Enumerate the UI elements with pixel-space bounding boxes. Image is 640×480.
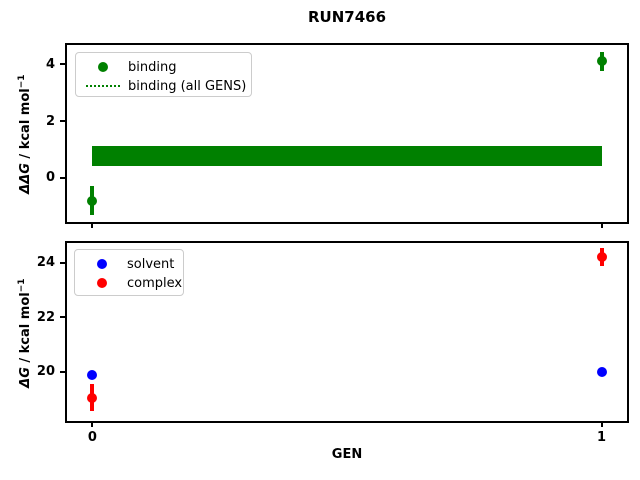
legend-label: solvent <box>127 256 175 272</box>
complex-data-point <box>87 392 98 403</box>
legend-entry-binding: binding <box>86 58 243 76</box>
binding-dot-marker <box>98 62 108 72</box>
legend-label: binding (all GENS) <box>128 78 247 94</box>
y-tick-mark <box>60 370 65 373</box>
all-gens-dotted-line-marker <box>86 85 120 87</box>
solvent-dot-marker <box>97 259 107 269</box>
y-tick-label: 22 <box>36 309 55 325</box>
legend-marker-area <box>86 62 120 72</box>
ylabel-bottom-units: / kcal mol <box>18 292 34 368</box>
legend-marker-area <box>86 85 120 87</box>
y-tick-label: 24 <box>36 255 55 271</box>
y-tick-label: 2 <box>45 113 55 129</box>
x-tick-label: 1 <box>597 430 607 445</box>
y-tick-mark <box>60 63 65 66</box>
legend-label: binding <box>128 59 177 75</box>
y-tick-mark <box>60 261 65 264</box>
x-tick-mark <box>600 223 603 228</box>
legend-entry-complex: complex <box>85 274 182 292</box>
x-tick-mark <box>600 422 603 427</box>
legend-entry-solvent: solvent <box>85 255 175 273</box>
complex-dot-marker <box>97 278 107 288</box>
solvent-data-point <box>596 366 607 377</box>
y-tick-label: 0 <box>45 170 55 186</box>
y-tick-mark <box>60 120 65 123</box>
legend-label: complex <box>127 275 183 291</box>
axes-bottom <box>65 241 629 423</box>
y-tick-mark <box>60 176 65 179</box>
binding-data-point <box>596 56 607 67</box>
legend-marker-area <box>85 278 119 288</box>
binding-data-point <box>87 195 98 206</box>
x-tick-mark <box>91 223 94 228</box>
ylabel-bottom-exponent: −1 <box>16 278 27 293</box>
legend-marker-area <box>85 259 119 269</box>
complex-data-point <box>596 252 607 263</box>
all-gens-band <box>92 145 602 167</box>
x-tick-mark <box>91 422 94 427</box>
ylabel-top-exponent: −1 <box>16 74 27 89</box>
legend-top: binding binding (all GENS) <box>75 52 252 97</box>
x-tick-label: 0 <box>87 430 97 445</box>
axes-top <box>65 43 629 224</box>
solvent-data-point <box>87 369 98 380</box>
x-axis-label: GEN <box>331 447 363 462</box>
y-tick-mark <box>60 316 65 319</box>
plot-title: RUN7466 <box>307 8 387 26</box>
legend-bottom: solvent complex <box>74 249 184 296</box>
y-tick-label: 20 <box>36 364 55 380</box>
y-axis-label-top: ΔΔG / kcal mol−1 <box>17 54 33 214</box>
y-tick-label: 4 <box>45 56 55 72</box>
y-axis-label-bottom: ΔG / kcal mol−1 <box>17 253 33 413</box>
legend-entry-binding-all-gens: binding (all GENS) <box>86 77 247 95</box>
